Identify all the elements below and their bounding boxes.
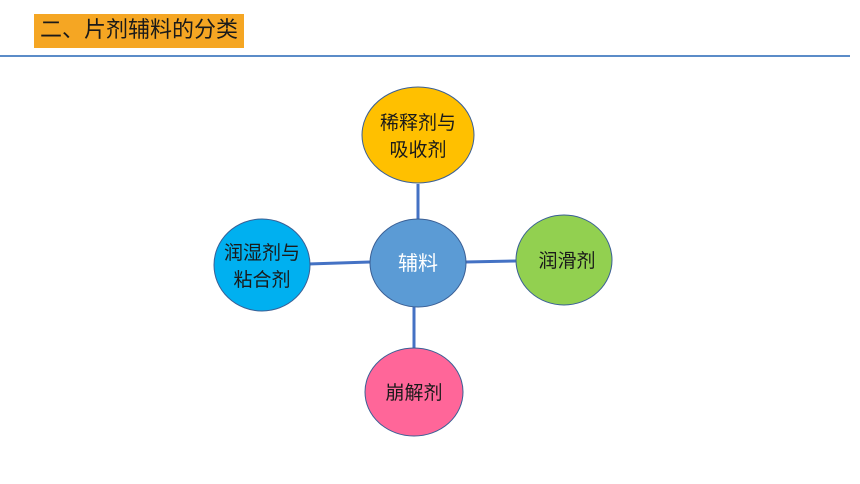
node-diluent-absorbent-line-1: 稀释剂与 — [380, 112, 456, 134]
node-diluent-absorbent-line-2: 吸收剂 — [389, 139, 446, 161]
node-lubricant-label: 润滑剂 — [538, 250, 595, 272]
connector-left — [307, 260, 371, 266]
node-disintegrant — [364, 347, 464, 437]
hub-excipients-label: 辅料 — [398, 251, 438, 275]
connector-right — [464, 259, 517, 264]
node-wetting-binder — [213, 218, 311, 312]
node-lubricant — [515, 214, 613, 306]
node-wetting-binder-line-1: 润湿剂与 — [224, 242, 300, 264]
hub-excipients — [369, 218, 467, 308]
node-wetting-binder-line-2: 粘合剂 — [233, 269, 290, 291]
title-divider — [0, 55, 850, 57]
slide-title: 二、片剂辅料的分类 — [34, 14, 245, 48]
node-diluent-absorbent — [361, 86, 475, 184]
node-disintegrant-label: 崩解剂 — [385, 382, 442, 404]
